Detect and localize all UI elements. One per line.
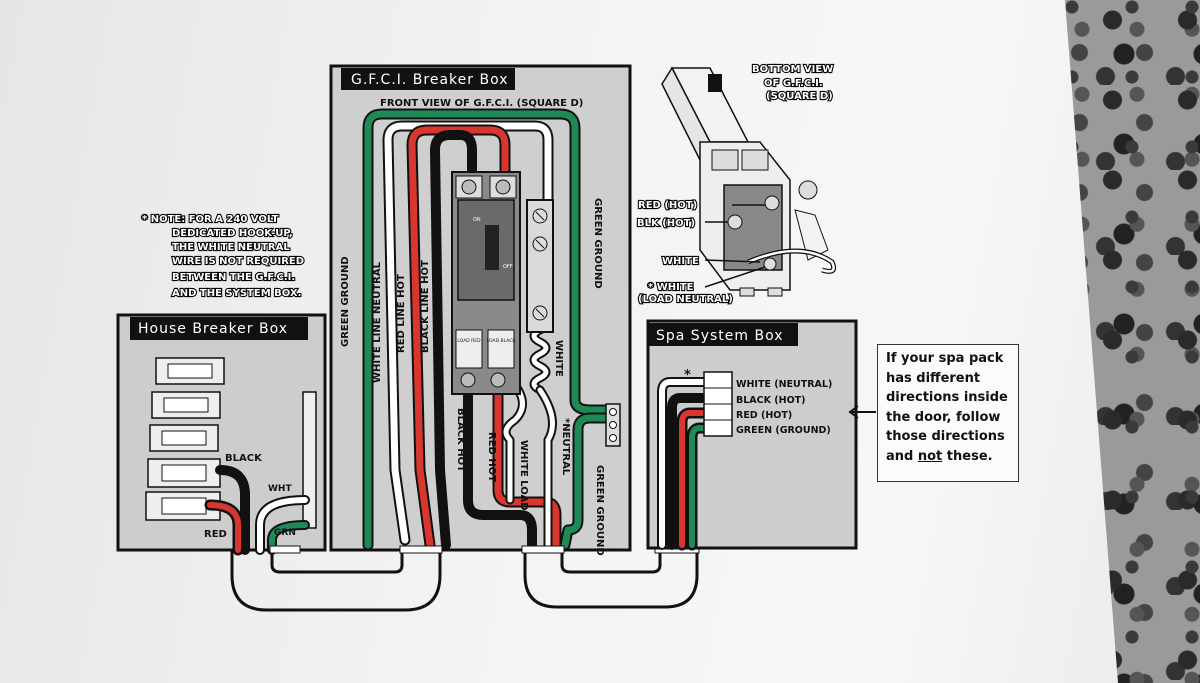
callout-line-6: and not these. (886, 447, 1012, 467)
callout-line-6-underlined: not (917, 448, 943, 464)
label-red-line-hot: RED LINE HOT (396, 274, 407, 353)
bottom-label-red-hot: RED (HOT) (638, 200, 697, 211)
bottom-label-blk-hot: BLK (HOT) (637, 218, 695, 229)
callout-line-2: has different (886, 370, 981, 386)
callout-line-6-after: these. (942, 448, 993, 464)
label-green-ground-left: GREEN GROUND (340, 256, 351, 347)
green-ground-lower-wire (561, 414, 612, 549)
label-neutral-lower: *NEUTRAL (560, 418, 571, 476)
callout-line-1: If your spa pack (886, 351, 1004, 366)
load-red-label: LOAD RED (457, 338, 481, 344)
bottom-label-white: WHITE (662, 256, 699, 267)
red-line-hot-wire (408, 126, 509, 549)
label-white-top: WHITE (553, 340, 564, 377)
label-black-hot-lower: BLACK HOT (455, 408, 466, 472)
callout-line-6-before: and (886, 448, 918, 464)
breaker-on-label: ON (473, 217, 481, 223)
spa-box-title: Spa System Box (656, 328, 783, 344)
callout-line-4: the door, follow (886, 409, 1001, 425)
black-line-hot-wire (430, 130, 477, 550)
house-label-grn: GRN (274, 528, 296, 538)
bottom-view-title-1: BOTTOM VIEW (752, 64, 833, 75)
label-white-load: WHITE LOAD (518, 440, 529, 511)
load-black-label: LOAD BLACK (487, 338, 517, 344)
house-breakers (145, 357, 225, 521)
house-label-red: RED (204, 529, 227, 540)
label-black-line-hot: BLACK LINE HOT (420, 260, 431, 353)
gfci-breaker-box: G.F.C.I. Breaker Box FRONT VIEW OF G.F.C… (329, 64, 632, 556)
house-label-wht: WHT (268, 484, 292, 494)
bottom-view-title-3: (SQUARE D) (766, 91, 833, 102)
spa-pack-callout: If your spa pack has different direction… (877, 344, 1019, 482)
spa-terminal-white: WHITE (NEUTRAL) (736, 379, 832, 390)
black-load-hot-wire (463, 385, 537, 550)
note-line-4: WIRE IS NOT REQUIRED (172, 256, 304, 267)
callout-arrow-icon (848, 405, 876, 419)
breaker-off-label: OFF (503, 264, 513, 270)
bottom-view-title-2: OF G.F.C.I. (764, 78, 823, 89)
label-green-ground-right: GREEN GROUND (592, 198, 603, 289)
label-green-ground-lower: GREEN GROUND (594, 465, 605, 556)
gfci-breaker-unit: ON OFF LOAD RED LOAD BLACK (451, 171, 521, 395)
house-breaker-box: House Breaker Box (116, 313, 327, 556)
house-neutral-bar (302, 391, 317, 529)
spa-star: * (684, 368, 691, 383)
bottom-label-star-white: * WHITE (648, 282, 694, 293)
white-neutral-wire (384, 122, 552, 544)
neutral-bar (526, 199, 554, 333)
gfci-bottom-view: RED (HOT) BLK (HOT) WHITE * WHITE (LOAD … (636, 63, 837, 306)
gfci-title-bar (341, 68, 515, 90)
gfci-title: G.F.C.I. Breaker Box (351, 72, 509, 88)
conduits (230, 550, 699, 612)
gfci-front-view-label: FRONT VIEW OF G.F.C.I. (SQUARE D) (380, 98, 583, 109)
house-label-black: BLACK (225, 453, 263, 464)
callout-line-3: directions inside (886, 390, 1008, 405)
spa-terminal-black: BLACK (HOT) (736, 395, 805, 406)
bottom-label-load-neutral: (LOAD NEUTRAL) (638, 294, 733, 305)
house-box-title: House Breaker Box (138, 321, 288, 337)
label-white-line-neutral: WHITE LINE NEUTRAL (372, 261, 383, 383)
callout-line-5: those directions (886, 429, 1005, 444)
spa-terminal-red: RED (HOT) (736, 410, 792, 421)
note-line-1: * NOTE: FOR A 240 VOLT (142, 214, 279, 225)
ground-bar (605, 403, 621, 447)
note-line-3: THE WHITE NEUTRAL (172, 242, 290, 253)
note-line-5: BETWEEN THE G.F.C.I. (172, 272, 295, 283)
spa-system-box: Spa System Box * WHITE (NEUTRAL) BLACK (… (646, 319, 858, 551)
note-240-volt: * NOTE: FOR A 240 VOLT DEDICATED HOOK-UP… (141, 213, 305, 300)
green-ground-wire (364, 110, 612, 549)
red-load-hot-wire (494, 386, 560, 549)
spa-terminal-green: GREEN (GROUND) (736, 425, 831, 436)
note-line-2: DEDICATED HOOK-UP, (172, 228, 293, 239)
note-line-6: AND THE SYSTEM BOX. (172, 288, 301, 299)
breaker-handle[interactable] (485, 225, 499, 270)
label-red-hot-lower: RED HOT (486, 432, 497, 482)
